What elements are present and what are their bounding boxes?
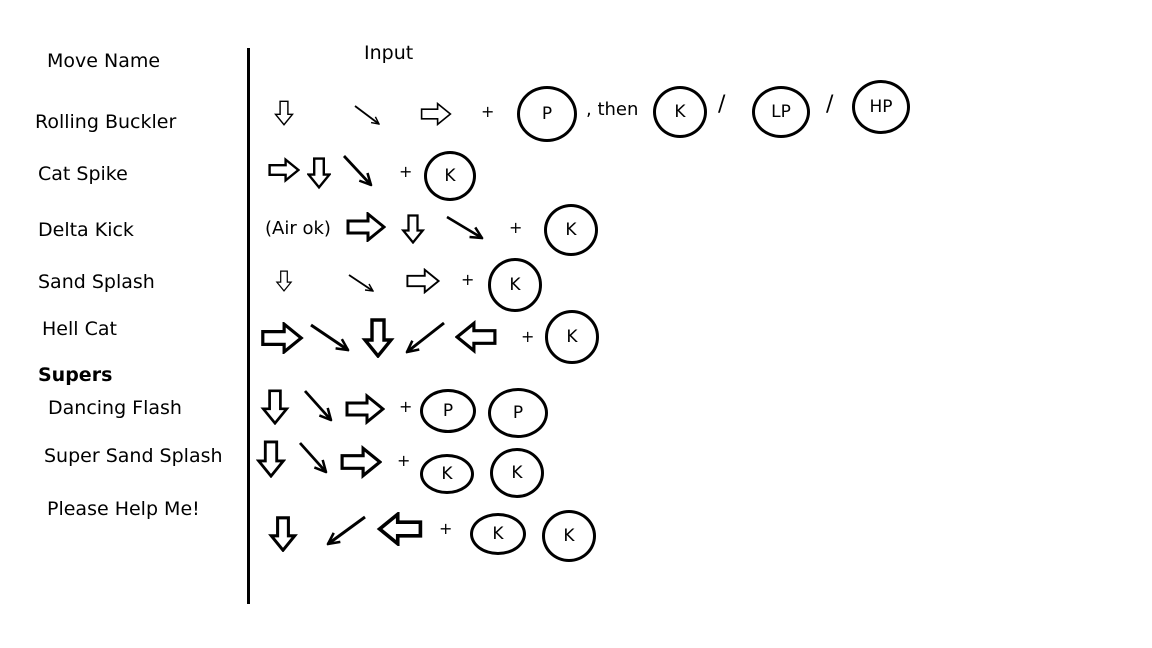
kick-button-icon: K bbox=[420, 454, 474, 494]
right-arrow-icon bbox=[421, 103, 451, 125]
punch-button-icon: P bbox=[488, 388, 548, 438]
left-arrow-icon bbox=[378, 513, 422, 545]
plus-sign: + bbox=[439, 519, 453, 538]
down-left-arrow-icon bbox=[324, 515, 366, 548]
down-arrow-icon bbox=[308, 158, 330, 188]
plus-sign: + bbox=[397, 451, 411, 470]
down-right-arrow-icon bbox=[303, 390, 334, 424]
down-right-arrow-icon bbox=[348, 274, 376, 294]
kick-button-icon: K bbox=[490, 448, 544, 498]
kick-button-icon: K bbox=[653, 86, 707, 138]
down-right-arrow-icon bbox=[298, 442, 329, 476]
kick-button-icon: K bbox=[488, 258, 542, 312]
down-right-arrow-icon bbox=[310, 323, 352, 354]
down-arrow-icon bbox=[270, 517, 296, 551]
plus-sign: + bbox=[399, 162, 413, 181]
down-right-arrow-icon bbox=[446, 215, 486, 242]
super-name: Dancing Flash bbox=[48, 397, 182, 419]
kick-button-icon: K bbox=[545, 310, 599, 364]
down-right-arrow-icon bbox=[354, 105, 382, 127]
left-arrow-icon bbox=[456, 322, 496, 352]
move-name: Cat Spike bbox=[38, 163, 128, 185]
move-name: Sand Splash bbox=[38, 271, 155, 293]
plus-sign: + bbox=[399, 397, 413, 416]
then-text: , then bbox=[586, 99, 639, 120]
right-arrow-icon bbox=[346, 395, 384, 423]
down-arrow-icon bbox=[276, 270, 292, 292]
air-ok-note: (Air ok) bbox=[265, 218, 331, 239]
separator-slash: / bbox=[718, 92, 726, 117]
right-arrow-icon bbox=[347, 213, 385, 241]
super-name: Please Help Me! bbox=[47, 498, 200, 520]
move-name-header: Move Name bbox=[47, 50, 161, 72]
kick-button-icon: K bbox=[470, 513, 526, 555]
down-arrow-icon bbox=[402, 215, 424, 243]
right-arrow-icon bbox=[268, 158, 300, 182]
kick-button-icon: K bbox=[542, 510, 596, 562]
down-arrow-icon bbox=[364, 319, 392, 357]
plus-sign: + bbox=[481, 102, 495, 121]
down-arrow-icon bbox=[262, 390, 288, 424]
right-arrow-icon bbox=[406, 269, 440, 293]
punch-button-icon: P bbox=[517, 86, 577, 142]
supers-heading: Supers bbox=[38, 364, 113, 386]
plus-sign: + bbox=[509, 218, 523, 237]
right-arrow-icon bbox=[341, 447, 381, 477]
super-name: Super Sand Splash bbox=[44, 445, 223, 467]
column-divider bbox=[247, 48, 250, 604]
light-punch-button-icon: LP bbox=[752, 86, 810, 138]
down-left-arrow-icon bbox=[403, 321, 445, 356]
input-header: Input bbox=[364, 42, 414, 64]
heavy-punch-button-icon: HP bbox=[852, 80, 910, 134]
punch-button-icon: P bbox=[420, 389, 476, 433]
down-arrow-icon bbox=[275, 100, 293, 126]
move-name: Rolling Buckler bbox=[35, 111, 177, 133]
kick-button-icon: K bbox=[424, 151, 476, 201]
plus-sign: + bbox=[521, 327, 535, 346]
down-right-arrow-icon bbox=[342, 155, 375, 189]
kick-button-icon: K bbox=[544, 204, 598, 256]
move-name: Delta Kick bbox=[38, 219, 134, 241]
separator-slash: / bbox=[826, 92, 834, 117]
down-arrow-icon bbox=[258, 441, 284, 477]
right-arrow-icon bbox=[262, 323, 302, 353]
move-name: Hell Cat bbox=[42, 318, 117, 340]
plus-sign: + bbox=[461, 270, 475, 289]
